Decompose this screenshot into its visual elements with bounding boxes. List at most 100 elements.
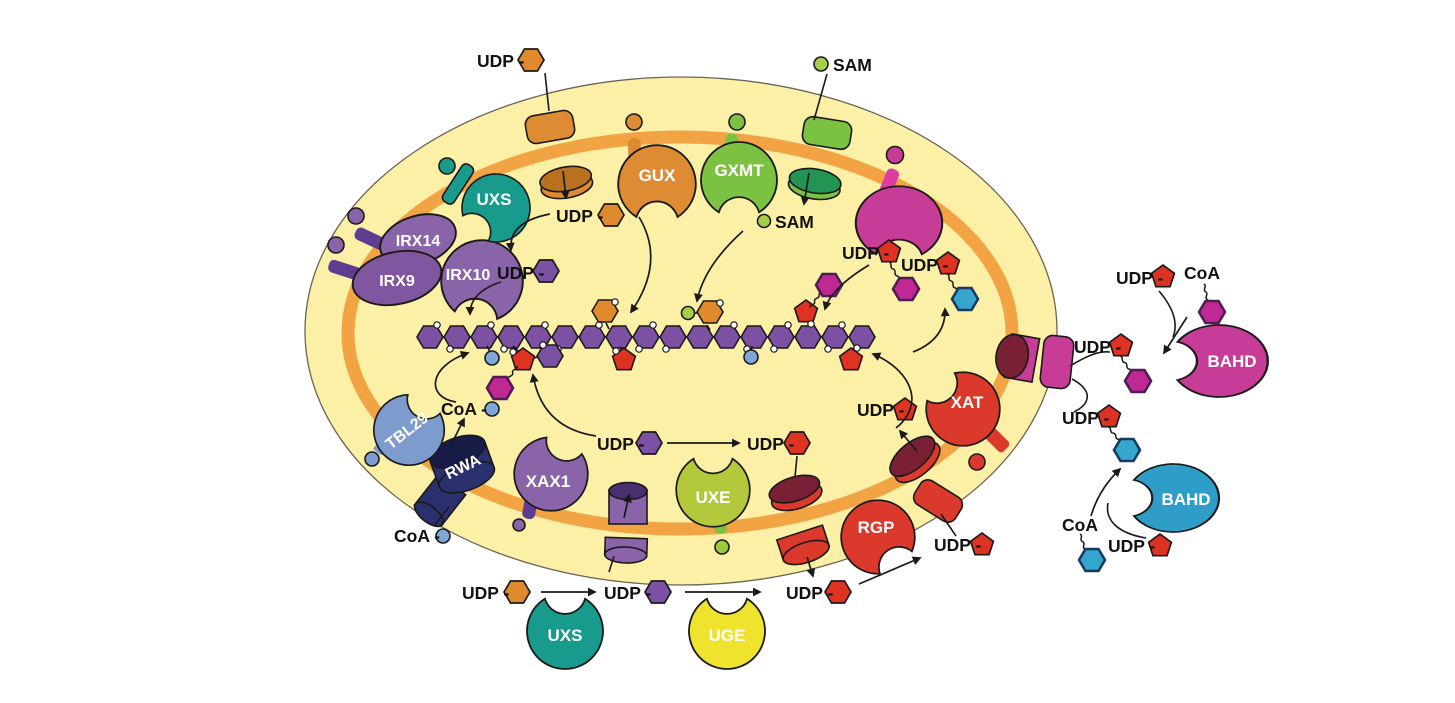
xylose-unit (767, 325, 795, 349)
red-transporter-disk (889, 435, 941, 484)
arrow (450, 417, 465, 446)
sam-label: SAM (775, 212, 814, 232)
arrow (1090, 467, 1122, 517)
purple-vesicle (347, 207, 365, 225)
arrow (858, 556, 922, 585)
udp-label: UDP - (477, 51, 524, 71)
xylose-unit (794, 325, 822, 349)
xylose-unit (578, 325, 606, 349)
connector-line (794, 455, 798, 478)
udp-label: UDP - (1062, 408, 1109, 428)
green-vesicle (728, 113, 746, 131)
magenta-transporter-outer (1039, 334, 1075, 390)
connector-line (940, 513, 957, 537)
magenta-transporter-inner (995, 332, 1041, 384)
connector-line (1069, 351, 1111, 367)
chain-hydroxyl-dots (433, 321, 846, 353)
coumarate-hexagon (1112, 437, 1142, 463)
vesicle-dots (327, 113, 986, 555)
enzyme-label-xax1: XAX1 (526, 472, 570, 491)
coa-label: CoA - (441, 399, 487, 419)
teal-vesicle (438, 157, 456, 175)
arrow (560, 170, 570, 200)
udp-label: UDP - (597, 434, 644, 454)
udp-label: UDP - (842, 243, 889, 263)
irx14-tail (354, 227, 388, 251)
acetyl-coa-circle (484, 401, 500, 417)
xylose-unit (497, 325, 525, 349)
arrow (912, 307, 950, 353)
enzyme-irx9 (351, 249, 443, 307)
enzyme-label-irx10: IRX10 (446, 267, 491, 284)
coa-label: CoA (1062, 515, 1098, 535)
udp-glca-transporter-inner (539, 165, 594, 200)
magenta-vesicle (885, 145, 905, 165)
orange-vesicle (625, 113, 643, 131)
arrow (694, 230, 744, 303)
ferulate-hexagon (891, 276, 921, 302)
enzyme-label-uxe: UXE (696, 488, 731, 507)
chain-substituents (484, 272, 864, 401)
arrow (800, 172, 810, 206)
arrow (822, 264, 870, 311)
udp-label: UDP - (556, 206, 603, 226)
enzyme-label-xat: XAT (951, 393, 984, 412)
udp-label: UDP - (857, 400, 904, 420)
udp-xyl-transporter-lower (603, 536, 649, 564)
connector-line (433, 506, 450, 527)
connector-line (544, 72, 550, 112)
coa-label: CoA - (394, 526, 440, 546)
golgi-membrane-ring (341, 130, 1019, 536)
xylose-unit (848, 325, 876, 349)
arrow (434, 351, 470, 403)
sam-label: SAM (833, 55, 872, 75)
methyl-circle (680, 305, 696, 321)
sam-circle (813, 56, 829, 72)
ferulate-hexagon (814, 272, 844, 298)
xylose-side-hexagon (536, 344, 564, 368)
connector-line (813, 73, 828, 121)
sam-transporter-inner (787, 167, 842, 201)
transporters (413, 109, 1075, 566)
enzyme-label-uge: UGE (709, 626, 746, 645)
enzyme-label-gxmt: GXMT (714, 161, 764, 180)
lightblue-vesicle (364, 451, 380, 467)
udp-label: UDP - (1116, 268, 1163, 288)
arrow (898, 429, 918, 452)
uxs-tail (441, 163, 475, 205)
udp-glca-transporter-outer (524, 109, 576, 145)
enzyme-label-irx14: IRX14 (396, 233, 441, 250)
feruloyl-coa-hexagon (1197, 299, 1227, 325)
arrow (623, 493, 632, 519)
udp-label: UDP - (901, 255, 948, 275)
udp-label: UDP - (1108, 536, 1155, 556)
xylose-unit (740, 325, 768, 349)
xylose-unit (416, 325, 444, 349)
rwa-cylinder (429, 434, 496, 494)
arrow (529, 373, 597, 437)
udp-label: UDP - (747, 434, 794, 454)
xylose-unit (713, 325, 741, 349)
udp-ara-transporter-upper (768, 474, 823, 512)
arrows (433, 72, 1188, 597)
udp-label: UDP - (462, 583, 509, 603)
arrow (505, 213, 551, 252)
udp-label: UDP - (934, 535, 981, 555)
enzyme-label-uxs-cytosol: UXS (548, 626, 583, 645)
connector-line (1071, 378, 1089, 413)
xylan-chain (416, 272, 876, 401)
udp-label: UDP - (786, 583, 833, 603)
red-transporter-outer (912, 479, 964, 523)
udp-label: UDP - (497, 263, 544, 283)
acetyl-circle (743, 349, 759, 365)
xylose-unit (821, 325, 849, 349)
enzymes (351, 141, 1269, 670)
coumarate-hexagon (950, 286, 980, 312)
udp-label: UDP - (604, 583, 651, 603)
enzyme-label-bahd-blue: BAHD (1161, 490, 1210, 509)
acetyl-coa-circle (435, 528, 451, 544)
arrow (629, 216, 652, 314)
connector-line (1106, 502, 1147, 539)
